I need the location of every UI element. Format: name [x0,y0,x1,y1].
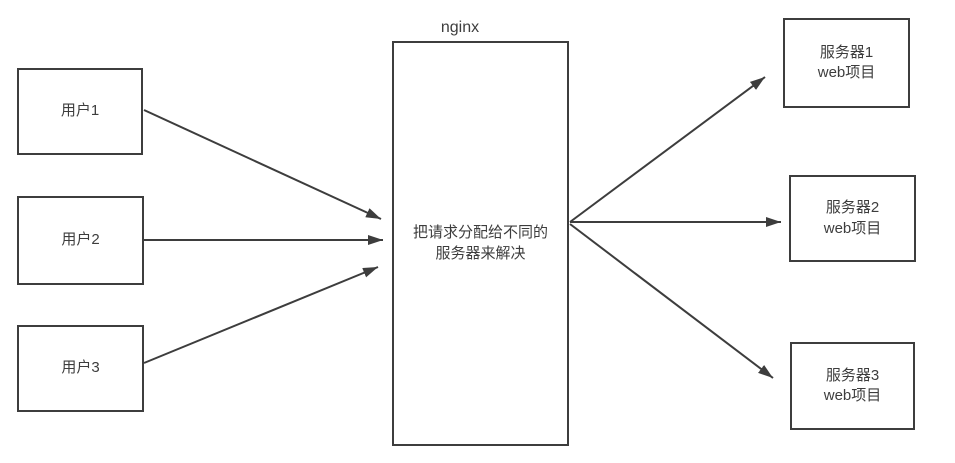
node-user3: 用户3 [17,325,144,412]
node-server2: 服务器2 web项目 [789,175,916,262]
node-user2: 用户2 [17,196,144,285]
server3-label-line2: web项目 [823,387,882,404]
arrow-user1-to-nginx [143,109,382,220]
server2-label-line2: web项目 [823,219,882,237]
nginx-text-line2: 服务器来解决 [435,244,526,262]
user2-label: 用户2 [61,231,100,249]
user3-label: 用户3 [61,359,100,377]
arrow-nginx-to-server3 [569,223,774,379]
server1-label-line2: web项目 [817,64,876,81]
arrow-nginx-to-server1 [569,76,766,223]
server3-label-line1: 服务器3 [825,366,880,384]
nginx-text-line1: 把请求分配给不同的 [412,224,548,242]
node-user1: 用户1 [17,68,143,155]
arrow-user3-to-nginx [143,266,379,364]
server2-label-line1: 服务器2 [825,199,880,217]
node-server1: 服务器1 web项目 [783,18,910,108]
user1-label: 用户1 [60,102,100,120]
server1-label-line1: 服务器1 [819,43,874,61]
nginx-title: nginx [440,19,480,36]
node-nginx: 把请求分配给不同的 服务器来解决 [392,41,569,446]
node-server3: 服务器3 web项目 [790,342,915,430]
